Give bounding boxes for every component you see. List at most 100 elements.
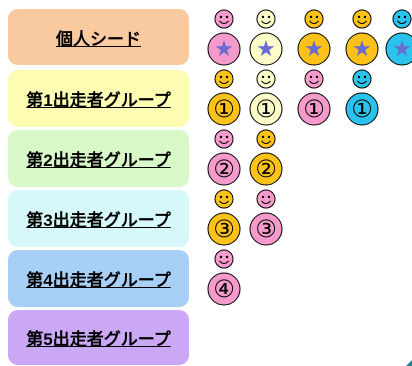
group2-button[interactable]: 第2出走者グループ: [8, 130, 189, 187]
group1-button-label: 第1出走者グループ: [26, 91, 171, 110]
runner-token-graphic: ②: [249, 129, 283, 186]
runner-token-graphic: ③: [249, 189, 283, 246]
smiley-mouth: [219, 80, 229, 84]
smiley-face-icon: [256, 129, 276, 149]
smiley-mouth: [261, 200, 271, 204]
smiley-mouth: [219, 260, 229, 264]
smiley-face-icon: [304, 69, 324, 89]
runner-token-group1-2[interactable]: ①: [248, 68, 284, 128]
runner-token-seed-3[interactable]: ★: [296, 8, 332, 68]
smiley-face-icon: [214, 69, 234, 89]
smiley-mouth: [219, 140, 229, 144]
token-body: [207, 152, 241, 186]
smiley-eye: [363, 75, 367, 79]
token-body: [207, 272, 241, 306]
token-body: [207, 32, 241, 66]
runner-number-label: ①: [351, 95, 373, 123]
group3-button-label: 第3出走者グループ: [26, 211, 171, 230]
group1-button[interactable]: 第1出走者グループ: [8, 70, 189, 127]
seed-button-label: 個人シード: [56, 29, 141, 49]
smiley-eye: [219, 135, 223, 139]
smiley-eye: [397, 15, 401, 19]
smiley-face-icon: [352, 69, 372, 89]
smiley-mouth: [397, 20, 407, 24]
runner-token-graphic: ★: [385, 9, 412, 66]
runner-token-graphic: ★: [207, 9, 241, 66]
runner-token-seed-4[interactable]: ★: [344, 8, 380, 68]
token-body: [207, 92, 241, 126]
star-icon: ★: [392, 37, 412, 62]
runner-token-seed-1[interactable]: ★: [206, 8, 242, 68]
runner-number-label: ①: [255, 95, 277, 123]
smiley-eye: [267, 135, 271, 139]
smiley-face-icon: [214, 249, 234, 269]
smiley-eye: [309, 75, 313, 79]
token-body: [249, 32, 283, 66]
runner-token-graphic: ★: [249, 9, 283, 66]
token-body: [249, 152, 283, 186]
runner-token-graphic: ②: [207, 129, 241, 186]
group3-button[interactable]: 第3出走者グループ: [8, 190, 189, 247]
runner-number-label: ④: [213, 275, 235, 303]
resize-grip-icon[interactable]: [404, 358, 412, 366]
smiley-eye: [261, 195, 265, 199]
smiley-eye: [267, 15, 271, 19]
smiley-eye: [309, 15, 313, 19]
runner-number-label: ①: [303, 95, 325, 123]
runner-token-graphic: ①: [297, 69, 331, 126]
token-body: [249, 212, 283, 246]
smiley-face-icon: [304, 9, 324, 29]
smiley-eye: [357, 75, 361, 79]
runner-token-group2-1[interactable]: ②: [206, 128, 242, 188]
runner-token-graphic: ①: [345, 69, 379, 126]
runner-token-seed-2[interactable]: ★: [248, 8, 284, 68]
runner-token-seed-5[interactable]: ★: [384, 8, 412, 68]
smiley-mouth: [219, 20, 229, 24]
token-body: [385, 32, 412, 66]
runner-token-group4-1[interactable]: ④: [206, 248, 242, 308]
runner-token-graphic: ③: [207, 189, 241, 246]
group2-button-label: 第2出走者グループ: [26, 151, 171, 170]
star-icon: ★: [214, 37, 234, 62]
smiley-eye: [219, 75, 223, 79]
runner-token-group1-4[interactable]: ①: [344, 68, 380, 128]
star-icon: ★: [256, 37, 276, 62]
group4-button-label: 第4出走者グループ: [26, 271, 171, 290]
smiley-eye: [357, 15, 361, 19]
runner-token-group3-2[interactable]: ③: [248, 188, 284, 248]
group4-button[interactable]: 第4出走者グループ: [8, 250, 189, 307]
runner-number-label: ①: [213, 95, 235, 123]
token-body: [249, 92, 283, 126]
token-body: [345, 32, 379, 66]
group5-button[interactable]: 第5出走者グループ: [8, 310, 189, 365]
runner-number-label: ③: [255, 215, 277, 243]
runner-token-graphic: ④: [207, 249, 241, 306]
smiley-mouth: [261, 80, 271, 84]
smiley-face-icon: [214, 129, 234, 149]
smiley-eye: [261, 15, 265, 19]
token-body: [207, 212, 241, 246]
token-body: [297, 32, 331, 66]
star-icon: ★: [352, 37, 372, 62]
smiley-eye: [225, 15, 229, 19]
smiley-mouth: [357, 20, 367, 24]
smiley-mouth: [357, 80, 367, 84]
smiley-eye: [225, 255, 229, 259]
token-body: [345, 92, 379, 126]
smiley-mouth: [309, 20, 319, 24]
smiley-face-icon: [256, 69, 276, 89]
runner-token-group1-3[interactable]: ①: [296, 68, 332, 128]
runner-number-label: ③: [213, 215, 235, 243]
runner-token-group2-2[interactable]: ②: [248, 128, 284, 188]
smiley-mouth: [309, 80, 319, 84]
runner-token-group3-1[interactable]: ③: [206, 188, 242, 248]
smiley-eye: [219, 15, 223, 19]
smiley-eye: [225, 195, 229, 199]
runner-token-graphic: ①: [207, 69, 241, 126]
runner-token-graphic: ★: [297, 9, 331, 66]
smiley-face-icon: [214, 9, 234, 29]
runner-token-group1-1[interactable]: ①: [206, 68, 242, 128]
star-icon: ★: [304, 37, 324, 62]
smiley-eye: [261, 135, 265, 139]
seed-button[interactable]: 個人シード: [8, 9, 189, 65]
